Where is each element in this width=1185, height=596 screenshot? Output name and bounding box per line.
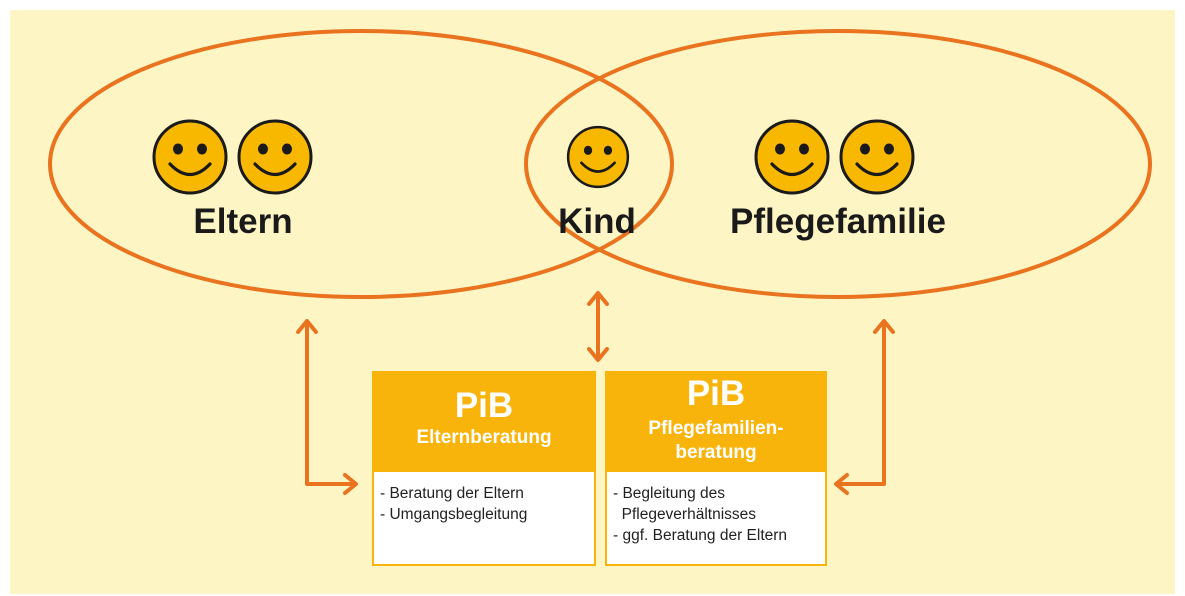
box-pflegefamilienberatung-subtitle-line1: Pflegefamilien-: [648, 418, 783, 439]
label-kind: Kind: [558, 202, 636, 241]
box-elternberatung-body: - Beratung der Eltern - Umgangsbegleitun…: [372, 472, 596, 566]
box-elternberatung-subtitle: Elternberatung: [416, 427, 551, 448]
smiley-face-icon: [839, 119, 915, 195]
smiley-face-icon: [152, 119, 228, 195]
double-headed-arrow: [587, 291, 609, 362]
box-pflegefamilienberatung-body: - Begleitung des Pflegeverhältnisses - g…: [605, 472, 827, 566]
double-headed-arrow: [834, 319, 895, 495]
label-pflegefamilie: Pflegefamilie: [730, 202, 946, 241]
list-item: - Umgangsbegleitung: [380, 506, 528, 523]
list-item: - Beratung der Eltern: [380, 485, 524, 502]
double-headed-arrow: [296, 319, 358, 495]
ellipse-eltern: [48, 29, 674, 299]
smiley-face-icon: [237, 119, 313, 195]
list-item: Pflegeverhältnisses: [613, 506, 757, 523]
ellipse-pflegefamilie: [524, 29, 1152, 299]
smiley-face-icon: [754, 119, 830, 195]
box-elternberatung-header: [372, 371, 596, 472]
list-item: - Begleitung des: [613, 485, 726, 502]
box-elternberatung-title: PiB: [455, 386, 513, 425]
box-pflegefamilienberatung-subtitle-line2: beratung: [675, 442, 756, 463]
smiley-face-icon: [566, 125, 630, 189]
box-pflegefamilienberatung-header: [605, 371, 827, 472]
label-eltern: Eltern: [193, 202, 292, 241]
list-item: - ggf. Beratung der Eltern: [613, 527, 788, 544]
box-pflegefamilienberatung-title: PiB: [687, 374, 745, 413]
